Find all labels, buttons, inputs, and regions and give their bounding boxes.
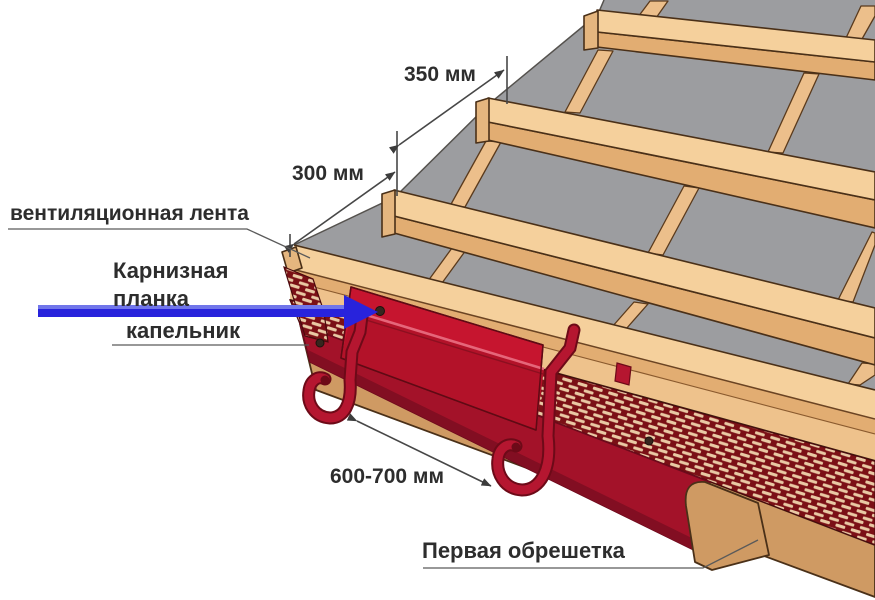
- gutter-hook-2: [491, 323, 581, 497]
- counter-batten: [847, 362, 875, 386]
- label-drip-edge: капельник: [126, 318, 241, 343]
- leader-ventilation-tape: [8, 228, 311, 259]
- counter-batten: [564, 49, 614, 114]
- label-cornice-strip: Карнизная планка: [113, 258, 229, 311]
- cornice-strip-pointer-arrow: [38, 295, 378, 329]
- ventilation-tape-corner: [283, 265, 329, 343]
- cornice-strip: [340, 286, 545, 431]
- dimension-label-350: 350 мм: [404, 63, 476, 86]
- label-ventilation-tape: вентиляционная лента: [10, 202, 249, 225]
- dimension-label-300: 300 мм: [292, 162, 364, 185]
- label-first-batten: Первая обрешетка: [422, 538, 625, 563]
- dimension-line-hooks: [346, 413, 492, 487]
- leader-first-batten: [423, 539, 759, 569]
- leader-lines: [8, 228, 759, 569]
- roof-batten-top: [583, 9, 875, 81]
- dimension-lines: [283, 56, 508, 487]
- dimension-line-350: [388, 69, 505, 154]
- fascia-end-cap: [684, 481, 770, 571]
- screw-dot: [644, 436, 654, 446]
- gutter-hook-tab: [614, 362, 632, 386]
- gutter-hook-1: [302, 309, 369, 425]
- screw-dot: [375, 306, 385, 316]
- screw-dot: [315, 338, 325, 348]
- dimension-label-hook-spacing: 600-700 мм: [330, 465, 444, 488]
- dimension-line-300: [283, 171, 396, 253]
